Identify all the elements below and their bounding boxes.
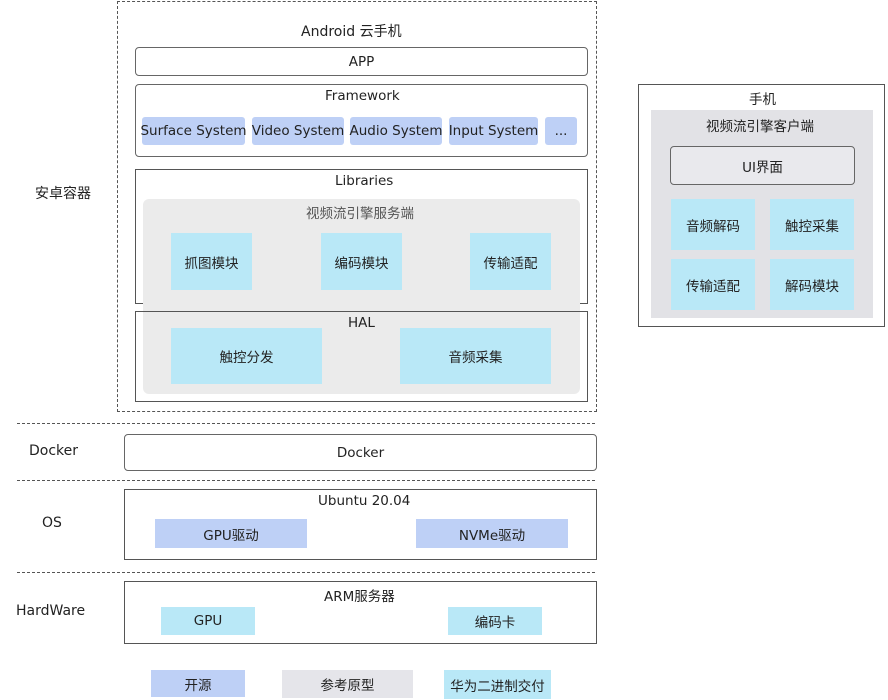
hardware-title: ARM服务器	[324, 589, 395, 605]
encode-module: 编码模块	[321, 233, 402, 290]
phone-title: 手机	[749, 92, 776, 108]
video-engine-client-title: 视频流引擎客户端	[706, 119, 814, 135]
separator-line	[17, 572, 595, 573]
audio-decode-module: 音频解码	[671, 199, 755, 250]
label-android-container: 安卓容器	[35, 186, 91, 202]
label-hardware: HardWare	[16, 603, 86, 619]
framework-item-surface: Surface System	[140, 117, 247, 145]
libraries-title: Libraries	[335, 173, 394, 189]
legend-open-source: 开源	[151, 670, 245, 697]
gpu-driver: GPU驱动	[155, 519, 307, 548]
legend-reference-prototype: 参考原型	[282, 670, 413, 698]
framework-title: Framework	[325, 88, 400, 104]
audio-capture-module: 音频采集	[400, 328, 551, 384]
gpu-hardware: GPU	[161, 607, 255, 635]
hal-title: HAL	[348, 315, 375, 331]
label-os: OS	[42, 515, 62, 531]
transport-adapter-module: 传输适配	[470, 233, 551, 290]
hal-layer	[135, 311, 588, 402]
separator-line	[17, 423, 595, 424]
android-cloud-phone-container	[117, 1, 597, 412]
app-layer: APP	[135, 47, 588, 76]
framework-item-audio: Audio System	[350, 117, 443, 145]
android-title: Android 云手机	[301, 24, 402, 40]
label-docker: Docker	[29, 443, 79, 459]
phone-transport-adapter-module: 传输适配	[671, 259, 755, 310]
capture-module: 抓图模块	[171, 233, 252, 290]
touch-capture-module: 触控采集	[770, 199, 854, 250]
touch-dispatch-module: 触控分发	[171, 328, 322, 384]
encoder-card: 编码卡	[448, 607, 542, 635]
framework-item-video: Video System	[252, 117, 344, 145]
video-engine-server-title: 视频流引擎服务端	[306, 206, 414, 222]
docker-layer: Docker	[124, 434, 597, 471]
decode-module: 解码模块	[770, 259, 854, 310]
framework-item-input: Input System	[449, 117, 538, 145]
framework-item-more: ...	[545, 117, 577, 145]
separator-line	[17, 480, 595, 481]
nvme-driver: NVMe驱动	[416, 519, 568, 548]
legend-huawei-binary: 华为二进制交付	[444, 670, 551, 699]
ui-interface: UI界面	[670, 146, 855, 185]
os-title: Ubuntu 20.04	[318, 493, 411, 509]
